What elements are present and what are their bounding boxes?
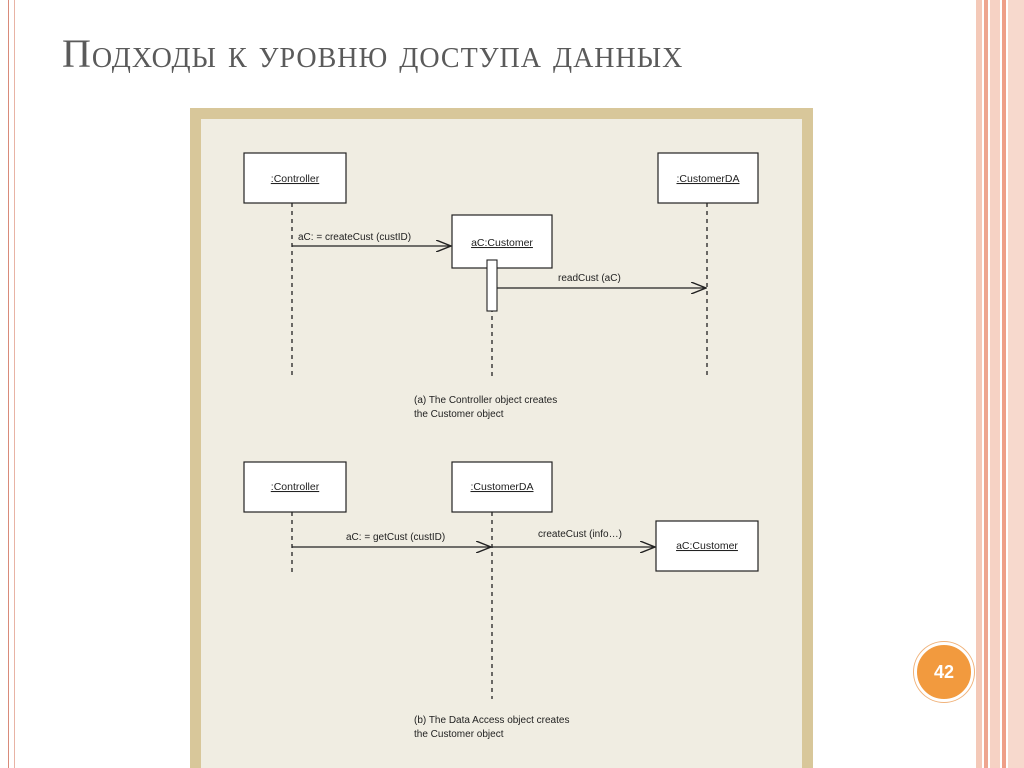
left-frame-line bbox=[8, 0, 9, 768]
caption-b-line2: the Customer object bbox=[414, 729, 504, 740]
create-cust-message-b: createCust (info…) bbox=[538, 529, 622, 540]
decorative-stripe bbox=[984, 0, 988, 768]
customer-label-b: aC:Customer bbox=[676, 540, 738, 552]
diagram-b: :Controller :CustomerDA aC:Customer aC: … bbox=[243, 461, 759, 740]
customer-object-b: aC:Customer bbox=[655, 520, 759, 572]
page-number-badge: 42 bbox=[914, 642, 974, 702]
controller-label-b: :Controller bbox=[271, 481, 320, 493]
customer-da-object-b: :CustomerDA bbox=[451, 461, 553, 513]
read-cust-message: readCust (aC) bbox=[558, 273, 621, 284]
decorative-stripe bbox=[1008, 0, 1024, 768]
controller-object-b: :Controller bbox=[243, 461, 347, 513]
customer-da-object: :CustomerDA bbox=[657, 152, 759, 204]
customer-label: aC:Customer bbox=[471, 237, 533, 249]
caption-a-line2: the Customer object bbox=[414, 409, 504, 420]
customer-da-label-b: :CustomerDA bbox=[470, 481, 533, 493]
customer-activation-bar bbox=[486, 259, 498, 312]
sequence-diagram-figure: :Controller aC:Customer :CustomerDA aC: … bbox=[190, 108, 813, 768]
create-cust-message: aC: = createCust (custID) bbox=[298, 232, 411, 243]
caption-a-line1: (a) The Controller object creates bbox=[414, 395, 557, 406]
diagram-a: :Controller aC:Customer :CustomerDA aC: … bbox=[243, 152, 759, 420]
sequence-diagrams: :Controller aC:Customer :CustomerDA aC: … bbox=[243, 152, 759, 740]
left-frame-line-inner bbox=[14, 0, 15, 768]
customer-object: aC:Customer bbox=[451, 214, 553, 269]
slide-title: Подходы к уровню доступа данных bbox=[62, 31, 684, 76]
decorative-stripe bbox=[1002, 0, 1006, 768]
caption-b-line1: (b) The Data Access object creates bbox=[414, 715, 569, 726]
decorative-stripe bbox=[990, 0, 1000, 768]
page-number: 42 bbox=[933, 661, 955, 682]
figure-canvas: :Controller aC:Customer :CustomerDA aC: … bbox=[201, 119, 802, 768]
decorative-stripe bbox=[976, 0, 982, 768]
customer-da-label: :CustomerDA bbox=[676, 173, 739, 185]
controller-object: :Controller bbox=[243, 152, 347, 204]
get-cust-message: aC: = getCust (custID) bbox=[346, 532, 445, 543]
controller-label: :Controller bbox=[271, 173, 320, 185]
